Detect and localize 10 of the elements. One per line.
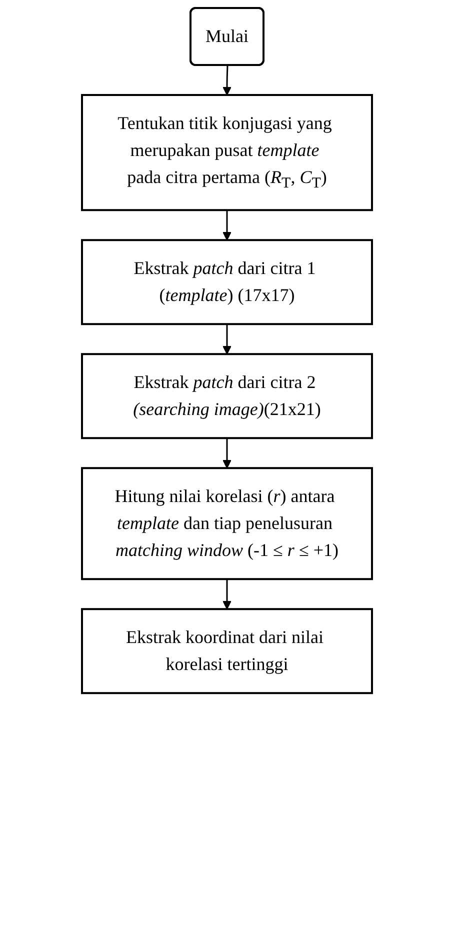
arrow <box>222 210 232 240</box>
node-box: Ekstrak patch dari citra 2 (searching image)(21x21) <box>81 353 373 440</box>
arrow <box>222 65 232 96</box>
node-box: Ekstrak koordinat dari nilai korelasi tertinggi <box>81 608 373 694</box>
node-box: Hitung nilai korelasi (r) antara template dan tiap penelusuran matching window (-1 ≤ r ≤ +1) <box>81 467 373 580</box>
node-box: Tentukan titik konjugasi yang merupakan pusat template pada citra pertama (R$_{T}$, C$_{T}$) <box>81 94 373 212</box>
arrow <box>222 579 232 610</box>
arrow <box>222 324 232 354</box>
arrow <box>222 438 232 468</box>
node-box: Ekstrak patch dari citra 1 (template) (17x17) <box>81 239 373 326</box>
